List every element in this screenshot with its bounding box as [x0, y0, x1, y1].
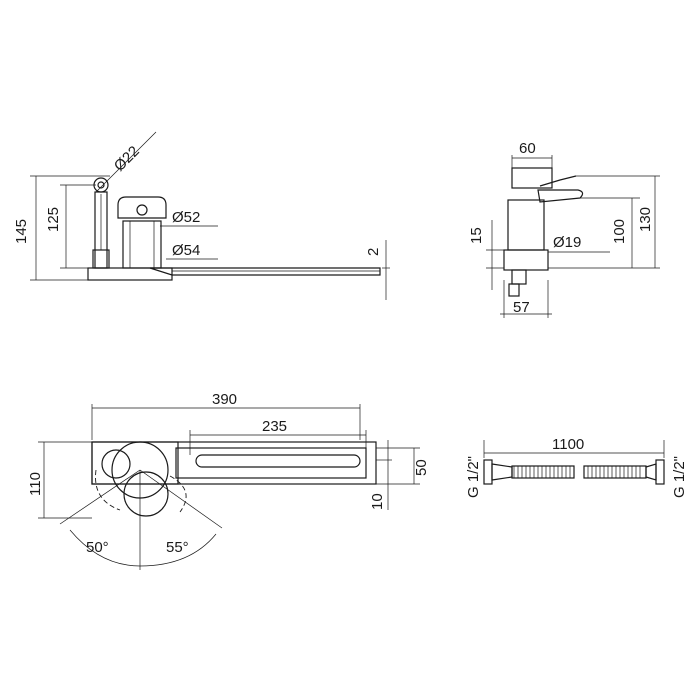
dim-1100: 1100	[552, 436, 584, 453]
dim-10: 10	[369, 493, 386, 510]
front-view: 145 125 Ø22 Ø52 Ø54 2	[13, 131, 390, 300]
handle-top	[117, 196, 167, 219]
base-plate	[87, 267, 173, 281]
dim-125: 125	[45, 207, 62, 232]
dim-2: 2	[365, 248, 382, 256]
side-view: 60 15 Ø19 100 130 57	[468, 140, 660, 318]
spout-plate	[149, 267, 381, 276]
hose-segment-right	[583, 465, 647, 479]
hose-segment-left	[511, 465, 575, 479]
thread-left: G 1/2"	[465, 456, 482, 498]
dim-145: 145	[13, 219, 30, 244]
dim-57: 57	[513, 299, 530, 316]
dim-d22: Ø22	[111, 143, 143, 175]
hose-view: 1100 G 1/2" G 1/2"	[465, 436, 688, 498]
dim-d19: Ø19	[553, 234, 581, 251]
dim-100: 100	[611, 219, 628, 244]
dim-15: 15	[468, 227, 485, 244]
dim-d52: Ø52	[172, 209, 200, 226]
dim-235: 235	[262, 418, 287, 435]
dim-50: 50	[413, 459, 430, 476]
dim-55-deg: 55°	[166, 539, 189, 556]
side-valve-body	[507, 199, 545, 251]
dim-60: 60	[519, 140, 536, 157]
spout-slot	[195, 454, 361, 468]
dim-130: 130	[637, 207, 654, 232]
hand-shower-head	[93, 177, 109, 193]
hose-fitting-right	[655, 459, 665, 485]
hose-fitting-left	[483, 459, 493, 485]
dim-d54: Ø54	[172, 242, 200, 259]
handle-circle	[123, 471, 169, 517]
dim-110: 110	[27, 472, 44, 496]
dim-50-deg: 50°	[86, 539, 109, 556]
thread-right: G 1/2"	[671, 456, 688, 498]
side-lever	[537, 189, 584, 203]
dim-390: 390	[212, 391, 237, 408]
side-handle-block	[511, 167, 553, 189]
valve-body	[122, 220, 162, 269]
top-view: 390 235 110 50 10 50° 55°	[27, 391, 430, 570]
